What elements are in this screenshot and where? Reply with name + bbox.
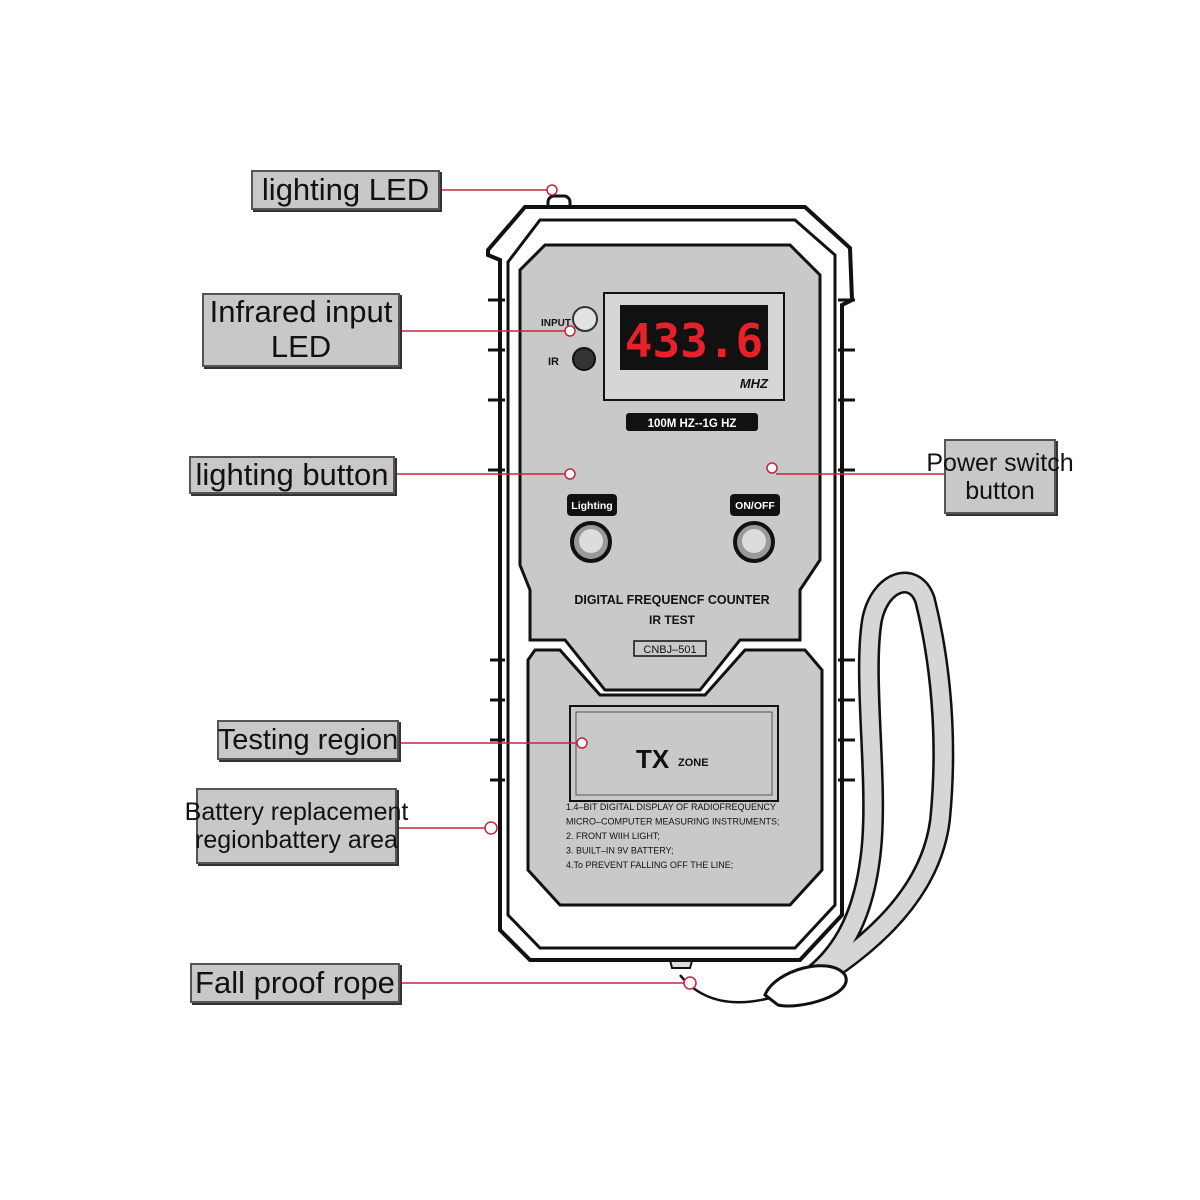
display-value: 433.6: [625, 314, 763, 368]
input-label: INPUT: [541, 318, 571, 329]
callout-power-switch-line2: button: [965, 476, 1035, 505]
callout-testing-region-text: Testing region: [217, 723, 399, 756]
callout-power-switch-line1: Power switch: [926, 448, 1074, 477]
ir-label: IR: [548, 356, 559, 368]
tx-zone-subtitle: ZONE: [678, 757, 709, 769]
feature-list: 1.4–BIT DIGITAL DISPLAY OF RADIOFREQUENC…: [566, 802, 780, 870]
lighting-button-label: Lighting: [571, 500, 612, 512]
callout-fall-proof-rope: Fall proof rope: [190, 963, 400, 1003]
lighting-button[interactable]: Lighting: [567, 494, 617, 563]
device-title: DIGITAL FREQUENCF COUNTER: [574, 593, 769, 607]
callout-lines: [395, 189, 946, 984]
callout-battery-area: Battery replacement regionbattery area: [185, 788, 408, 864]
infrared-input-led: [572, 306, 598, 332]
range-badge: 100M HZ--1G HZ: [648, 418, 737, 430]
callout-dots: [484, 184, 778, 990]
callout-battery-area-line1: Battery replacement: [184, 798, 409, 826]
display-unit: MHZ: [740, 376, 769, 391]
ir-led: [572, 347, 596, 371]
callout-infrared-input-led-line2: LED: [270, 329, 332, 364]
model-number: CNBJ–501: [643, 644, 696, 656]
feature-line: 3. BUILT–IN 9V BATTERY;: [566, 846, 673, 856]
callout-lighting-led: lighting LED: [251, 170, 440, 210]
callout-fall-proof-rope-text: Fall proof rope: [195, 964, 395, 1000]
power-button[interactable]: ON/OFF: [730, 494, 780, 563]
callout-power-switch-button: Power switch button: [926, 439, 1074, 514]
frequency-display: 433.6 MHZ: [603, 292, 785, 401]
callout-testing-region: Testing region: [217, 720, 399, 760]
range-badge-bg: [626, 413, 758, 431]
feature-line: 4.To PREVENT FALLING OFF THE LINE;: [566, 860, 733, 870]
callout-battery-area-line2: regionbattery area: [195, 826, 398, 854]
callout-infrared-input-led: Infrared input LED: [202, 293, 400, 367]
feature-line: 1.4–BIT DIGITAL DISPLAY OF RADIOFREQUENC…: [566, 802, 776, 812]
tx-zone: TX ZONE: [569, 705, 779, 802]
feature-line: MICRO–COMPUTER MEASURING INSTRUMENTS;: [566, 817, 780, 827]
tx-zone-title: TX: [636, 744, 670, 774]
fall-proof-rope-strap: [663, 571, 955, 1008]
feature-line: 2. FRONT WIIH LIGHT;: [566, 831, 660, 841]
callout-lighting-button: lighting button: [189, 456, 395, 494]
model-box: [633, 640, 707, 657]
callout-lighting-button-text: lighting button: [195, 456, 389, 492]
device-subtitle: IR TEST: [649, 613, 696, 627]
power-button-label: ON/OFF: [735, 500, 775, 512]
callout-infrared-input-led-line1: Infrared input: [209, 294, 393, 330]
callout-lighting-led-text: lighting LED: [261, 171, 430, 207]
